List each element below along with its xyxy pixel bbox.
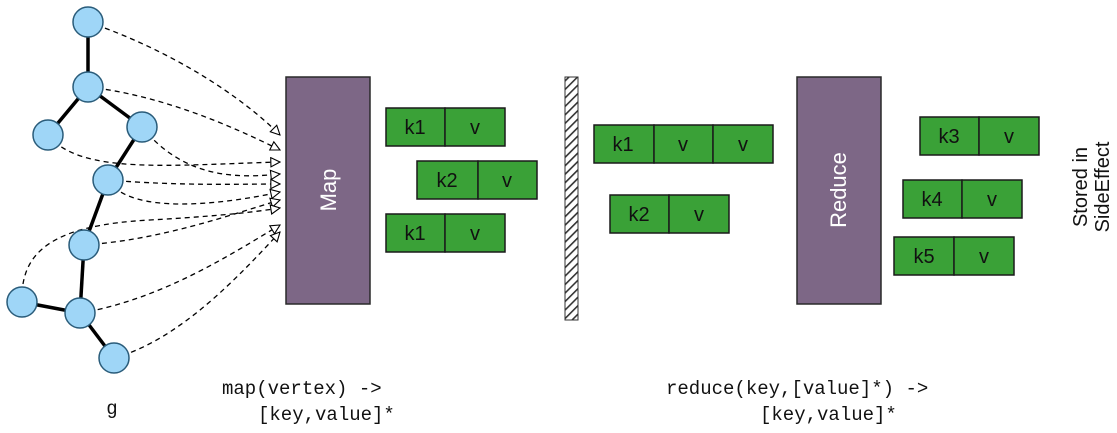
kv-value-cell — [444, 213, 506, 253]
map-input-arrow — [79, 225, 280, 314]
map-signature-line2: [key,value]* — [258, 404, 395, 426]
kv-key-cell — [902, 179, 963, 219]
map-output-pair: k1 v — [385, 107, 506, 147]
map-output-pair: k1 v — [385, 213, 506, 253]
graph-node — [68, 229, 100, 261]
kv-value: v — [738, 134, 748, 156]
kv-value: v — [987, 189, 997, 211]
kv-key-cell — [609, 194, 670, 234]
kv-key: k4 — [921, 189, 942, 211]
side-effect-line1: Stored in — [1070, 147, 1092, 227]
graph-node — [64, 297, 96, 329]
kv-key: k1 — [612, 134, 633, 156]
reduce-output-pair: k4 v — [902, 179, 1023, 219]
kv-value: v — [979, 246, 989, 268]
map-input-arrow — [47, 134, 280, 165]
side-effect-label: Stored in SideEffect — [1070, 141, 1114, 232]
map-input-arrow — [83, 200, 280, 246]
kv-key: k3 — [938, 126, 959, 148]
graph-node — [32, 119, 64, 151]
map-box — [285, 76, 371, 305]
kv-value-cell — [712, 124, 774, 164]
map-input-arrow — [87, 21, 280, 135]
kv-value: v — [678, 134, 688, 156]
map-input-arrow — [21, 208, 280, 303]
kv-key: k5 — [913, 246, 934, 268]
reduce-signature-line2: [key,value]* — [760, 404, 897, 426]
kv-value-cell — [961, 179, 1023, 219]
shuffle-barrier — [564, 76, 579, 321]
graph-label: g — [106, 398, 117, 420]
graph-node — [6, 286, 38, 318]
kv-value: v — [502, 170, 512, 192]
kv-value-cell — [444, 107, 506, 147]
grouped-pair: k1 v v — [593, 124, 774, 164]
map-label: Map — [316, 169, 341, 212]
reduce-output-pair: k5 v — [893, 236, 1015, 276]
kv-value-cell — [953, 236, 1015, 276]
kv-value: v — [470, 223, 480, 245]
kv-value: v — [470, 117, 480, 139]
map-input-arrow — [113, 232, 280, 359]
map-output-pair: k2 v — [416, 160, 538, 200]
kv-value-cell — [668, 194, 730, 234]
kv-value-cell — [978, 116, 1040, 156]
reduce-signature-line1: reduce(key,[value]*) -> — [666, 378, 928, 400]
kv-key: k2 — [436, 170, 457, 192]
map-input-arrows — [21, 21, 280, 359]
map-input-arrow — [107, 180, 280, 184]
kv-value: v — [1004, 126, 1014, 148]
graph-nodes — [6, 6, 158, 374]
map-signature-line1: map(vertex) -> — [222, 378, 382, 400]
reduce-output-pair: k3 v — [919, 116, 1040, 156]
kv-value: v — [694, 204, 704, 226]
kv-value-cell — [477, 160, 538, 200]
reduce-process: Reduce — [796, 76, 882, 305]
kv-key: k2 — [628, 204, 649, 226]
kv-key-cell — [385, 213, 446, 253]
kv-key-cell — [593, 124, 655, 164]
kv-key-cell — [919, 116, 980, 156]
side-effect-line2: SideEffect — [1092, 141, 1114, 232]
map-input-arrow — [107, 179, 280, 205]
graph-node — [126, 111, 158, 143]
graph-node — [72, 6, 104, 38]
map-process: Map — [285, 76, 371, 305]
kv-key: k1 — [404, 223, 425, 245]
reduce-label: Reduce — [826, 152, 851, 228]
grouped-pair: k2 v — [609, 194, 730, 234]
kv-key-cell — [893, 236, 955, 276]
graph-node — [92, 164, 124, 196]
graph-node — [72, 71, 104, 103]
reduce-box — [796, 76, 882, 305]
kv-key: k1 — [404, 117, 425, 139]
map-input-arrow — [141, 126, 280, 176]
map-input-arrow — [87, 86, 280, 151]
graph-node — [98, 342, 130, 374]
